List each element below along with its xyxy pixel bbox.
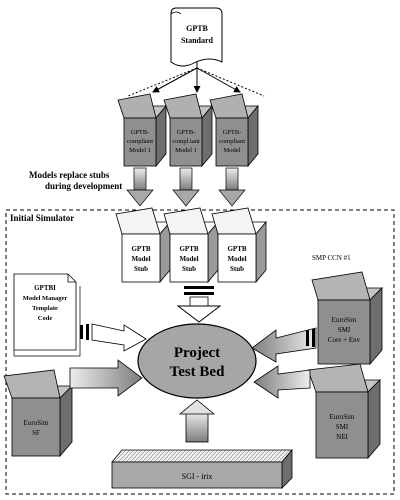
model-stub-1-line1: GPTB (131, 245, 150, 253)
standard-subtitle: Standard (181, 36, 214, 45)
compliant-model-1-line1: GPTB- (131, 129, 150, 136)
compliant-model-2-line2: compl.iant (172, 138, 200, 145)
model-stub-3-line1: GPTB (227, 245, 246, 253)
sgi-irix-platform: SGI - irix (111, 448, 293, 489)
compliant-model-1-line3: Model 1 (129, 147, 151, 154)
nei-to-testbed-arrow (253, 365, 311, 399)
smi-nei-line1: EuroSim (330, 413, 355, 421)
eurosim-sf-line2: SF (32, 429, 40, 437)
stubs-to-testbed-arrow (176, 286, 222, 323)
eurosim-sf-line1: EuroSim (24, 419, 49, 427)
standard-connectors (127, 62, 265, 97)
model-stub-2-line2: Model (179, 255, 198, 263)
replace-arrow-1 (126, 167, 154, 207)
compliant-model-1: GPTB- compliant Model 1 (117, 93, 167, 168)
compliant-model-1-line2: compliant (127, 138, 153, 145)
template-doc-line4: Code (38, 315, 53, 322)
project-test-bed: Project Test Bed (137, 323, 257, 399)
model-stub-1: GPTB Model Stub (115, 207, 171, 284)
smi-core-line3: Core + Env (328, 336, 361, 344)
smi-nei-line3: NEI (336, 433, 348, 441)
template-code-document: GPTBI Model Manager Template Code (13, 273, 81, 357)
sf-to-testbed-arrow (69, 359, 143, 397)
replace-arrow-3 (218, 167, 246, 207)
test-bed-line2: Test Bed (170, 364, 226, 380)
smi-core-line1: EuroSim (332, 316, 357, 324)
smi-core-line2: SMI (338, 326, 351, 334)
model-stub-2: GPTB Model Stub (163, 207, 219, 284)
standard-title: GPTB (186, 24, 208, 33)
standard-document: GPTB Standard (170, 7, 223, 67)
replace-note-line2: during development (45, 181, 122, 191)
compliant-model-3-line2: compliant (219, 138, 245, 145)
replace-arrow-2 (172, 167, 200, 207)
compliant-model-2-line1: GPTB- (177, 129, 196, 136)
compliant-model-2: GPTB- compl.iant Model 1 (163, 93, 213, 168)
eurosim-smi-core-box: EuroSim SMI Core + Env (311, 271, 383, 366)
compliant-model-3-line1: GPTB- (223, 129, 242, 136)
smi-nei-line2: SMI (336, 423, 349, 431)
template-to-testbed-arrow (80, 323, 147, 352)
platform-label: SGI - irix (182, 472, 213, 481)
smp-label: SMP CCN #1 (312, 254, 351, 262)
replace-note-line1: Models replace stubs (29, 170, 110, 180)
platform-to-testbed-arrow (178, 399, 216, 443)
eurosim-sf-box: EuroSim SF (3, 369, 73, 458)
template-doc-line1: GPTBI (34, 284, 56, 292)
model-stub-3-line3: Stub (230, 265, 244, 273)
initial-simulator-label: Initial Simulator (10, 213, 74, 223)
compliant-model-2-line3: Model 1 (175, 147, 197, 154)
model-stub-1-line2: Model (131, 255, 150, 263)
compliant-model-3: GPTB- compliant Model (209, 93, 259, 168)
model-stub-2-line3: Stub (182, 265, 196, 273)
model-stub-3: GPTB Model Stub (211, 207, 267, 284)
core-to-testbed-arrow (251, 327, 317, 363)
model-stub-1-line3: Stub (134, 265, 148, 273)
template-doc-line2: Model Manager (23, 295, 68, 302)
template-doc-line3: Template (32, 305, 58, 312)
model-stub-2-line1: GPTB (179, 245, 198, 253)
model-stub-3-line2: Model (227, 255, 246, 263)
test-bed-line1: Project (174, 345, 220, 361)
eurosim-smi-nei-box: EuroSim SMI NEI (307, 363, 381, 460)
compliant-model-3-line3: Model (224, 147, 241, 154)
